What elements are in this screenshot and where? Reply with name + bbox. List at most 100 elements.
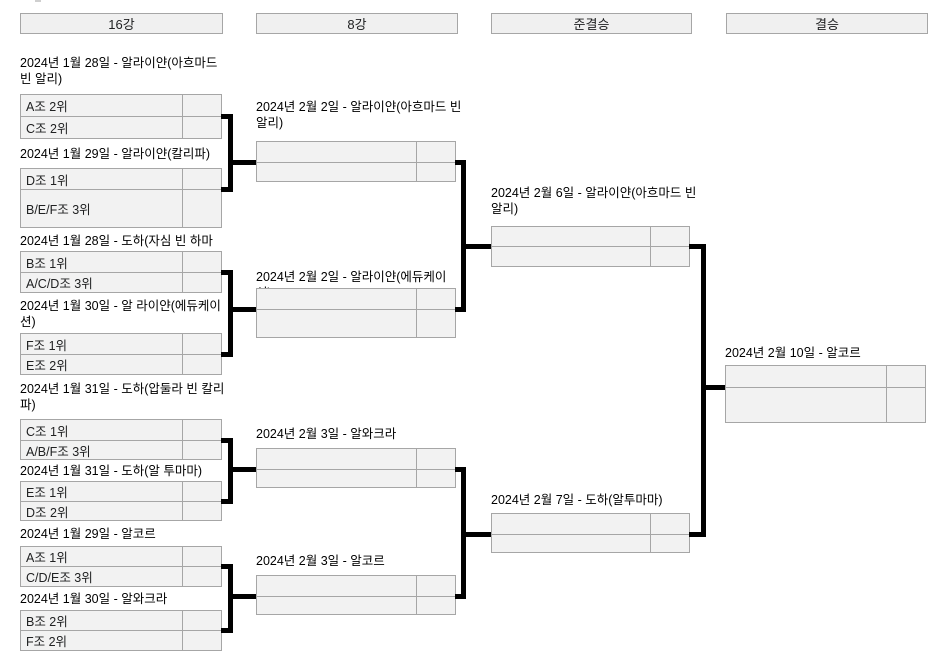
bracket-connector-line: [701, 244, 706, 537]
team-row: D조 1위: [21, 169, 221, 189]
match-label: 2024년 1월 29일 - 알코르: [20, 527, 156, 541]
score-cell: [182, 611, 221, 630]
bracket-connector-line: [221, 438, 233, 443]
team-row: [257, 162, 455, 181]
bracket-connector-line: [221, 270, 233, 275]
match-label: 2024년 2월 7일 - 도하(알투마마): [491, 493, 663, 507]
team-row: B조 2위: [21, 611, 221, 630]
team-name: F조 1위: [26, 338, 68, 353]
bracket-connector-line: [221, 187, 233, 192]
team-row: [492, 534, 689, 552]
score-cell: [182, 482, 221, 501]
bracket-connector-line: [228, 564, 233, 633]
team-row: [492, 514, 689, 534]
team-name: [492, 514, 650, 534]
bracket-connector-line: [455, 307, 466, 312]
score-cell: [416, 310, 455, 337]
match-qf-1: [256, 141, 456, 182]
team-row: [726, 366, 925, 387]
bracket-connector-line: [233, 307, 256, 312]
bracket-connector-line: [221, 628, 233, 633]
team-name: [257, 449, 416, 469]
score-cell: [416, 163, 455, 181]
score-cell: [182, 117, 221, 138]
score-cell: [182, 420, 221, 440]
team-row: B/E/F조 3위: [21, 189, 221, 227]
match-qf-3: [256, 448, 456, 488]
team-name: [257, 597, 416, 614]
score-cell: [416, 470, 455, 487]
team-name: D조 2위: [26, 505, 69, 520]
score-cell: [416, 289, 455, 309]
team-row: E조 2위: [21, 354, 221, 374]
bracket-connector-line: [706, 385, 725, 390]
team-row: F조 2위: [21, 630, 221, 650]
match-label: 2024년 1월 28일 - 알라이얀(아흐마드 빈 알리): [20, 56, 218, 86]
score-cell: [182, 334, 221, 354]
match-r16-3: B조 1위 A/C/D조 3위: [20, 251, 222, 293]
team-name: [257, 470, 416, 487]
bracket-connector-line: [233, 467, 256, 472]
score-cell: [182, 547, 221, 566]
score-cell: [886, 366, 925, 387]
match-label: 2024년 2월 6일 - 알라이얀(아흐마드 빈 알리): [491, 186, 697, 216]
bracket-connector-line: [689, 532, 706, 537]
score-cell: [182, 631, 221, 650]
team-name: B조 2위: [26, 615, 68, 629]
team-name: C/D/E조 3위: [26, 571, 93, 585]
team-name: A조 2위: [26, 100, 68, 114]
team-row: D조 2위: [21, 501, 221, 520]
team-name: C조 1위: [26, 424, 69, 439]
score-cell: [416, 142, 455, 162]
bracket-connector-line: [233, 594, 256, 599]
match-final: [725, 365, 926, 423]
score-cell: [416, 576, 455, 596]
bracket-connector-line: [466, 244, 491, 249]
team-row: E조 1위: [21, 482, 221, 501]
match-label: 2024년 1월 29일 - 알라이얀(칼리파): [20, 147, 211, 161]
team-row: [257, 142, 455, 162]
team-name: [492, 535, 650, 552]
bracket-connector-line: [221, 499, 233, 504]
match-label: 2024년 1월 31일 - 도하(알 투마마): [20, 464, 203, 478]
team-name: [257, 163, 416, 181]
bracket-connector-line: [461, 467, 466, 599]
cropped-text-artifact: [35, 0, 41, 2]
match-label: 2024년 2월 10일 - 알코르: [725, 346, 861, 360]
score-cell: [886, 388, 925, 422]
team-row: C/D/E조 3위: [21, 566, 221, 586]
bracket-connector-line: [221, 564, 233, 569]
match-r16-5: C조 1위 A/B/F조 3위: [20, 419, 222, 460]
bracket-connector-line: [455, 160, 466, 165]
team-row: [257, 576, 455, 596]
team-row: C조 1위: [21, 420, 221, 440]
team-row: [257, 289, 455, 309]
team-row: [257, 596, 455, 614]
score-cell: [182, 441, 221, 459]
score-cell: [182, 95, 221, 116]
score-cell: [650, 247, 689, 266]
bracket-connector-line: [455, 594, 466, 599]
score-cell: [182, 502, 221, 520]
match-sf-1: [491, 226, 690, 267]
round-header-final: 결승: [726, 13, 928, 34]
team-name: E조 2위: [26, 359, 68, 373]
bracket-connector-line: [228, 438, 233, 504]
bracket-connector-line: [466, 532, 491, 537]
team-name: B조 1위: [26, 256, 68, 271]
team-row: A/C/D조 3위: [21, 272, 221, 292]
bracket-connector-line: [461, 160, 466, 312]
team-name: D조 1위: [26, 173, 69, 188]
score-cell: [182, 273, 221, 292]
match-label: 2024년 1월 30일 - 알 라이얀(에듀케이션): [20, 299, 221, 329]
round-header-semifinals: 준결승: [491, 13, 692, 34]
score-cell: [182, 169, 221, 189]
team-name: C조 2위: [26, 122, 69, 136]
team-row: [492, 227, 689, 246]
score-cell: [182, 252, 221, 272]
bracket-connector-line: [228, 270, 233, 357]
bracket-connector-line: [689, 244, 706, 249]
round-header-round-of-16: 16강: [20, 13, 223, 34]
match-label: 2024년 2월 2일 - 알라이얀(아흐마드 빈 알리): [256, 100, 462, 130]
